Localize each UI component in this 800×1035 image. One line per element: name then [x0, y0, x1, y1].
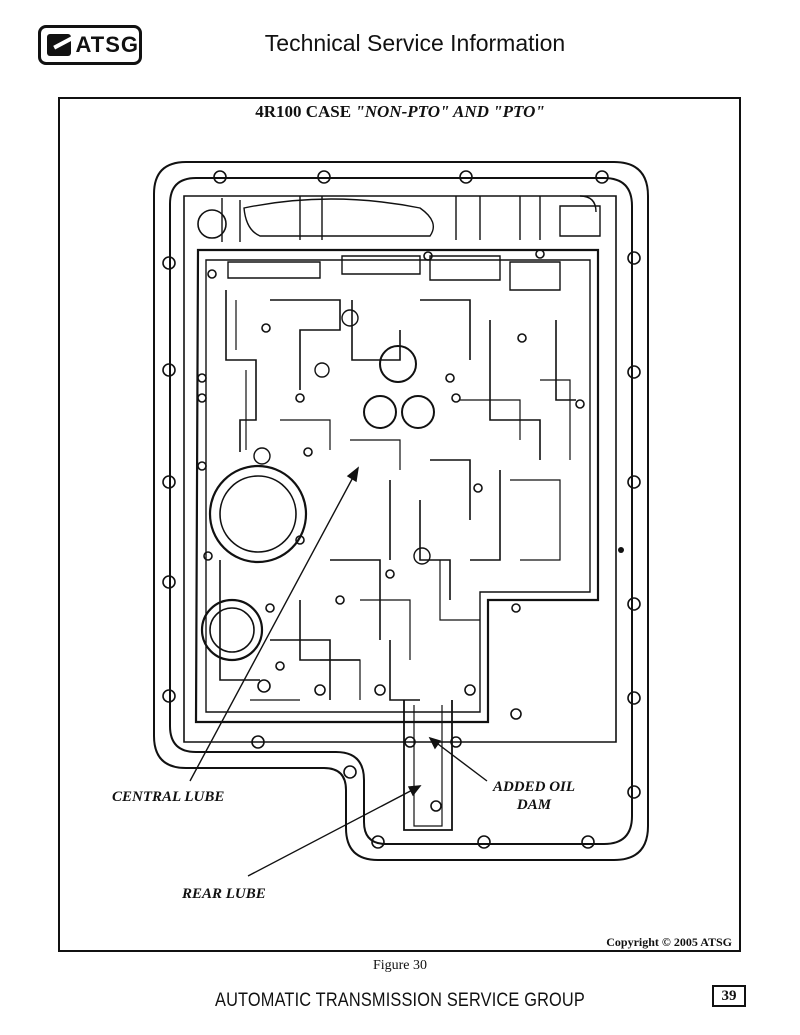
figure-title-plain: 4R100 CASE [255, 102, 356, 121]
logo-text: ATSG [75, 32, 139, 57]
copyright-notice: Copyright © 2005 ATSG [606, 935, 732, 949]
figure-caption: Figure 30 [372, 958, 428, 973]
atsg-logo: ATSG [38, 25, 142, 65]
figure-title-italic: "NON-PTO" AND "PTO" [355, 102, 545, 121]
figure-frame [58, 97, 741, 952]
central-lube-label: CENTRAL LUBE [112, 789, 225, 805]
added-oil-dam-label: ADDED OIL DAM [478, 778, 590, 814]
bolt-holes [162, 170, 641, 849]
rear-lube-label: REAR LUBE [182, 886, 266, 902]
footer-text: AUTOMATIC TRANSMISSION SERVICE GROUP [215, 990, 585, 1011]
logo-mark-icon [47, 34, 71, 56]
page-title: Technical Service Information [264, 30, 566, 56]
case-outline [153, 161, 649, 861]
reference-dot [618, 547, 624, 553]
added-oil-dam-line2: DAM [516, 797, 552, 813]
page-number: 39 [712, 985, 746, 1007]
figure-title: 4R100 CASE "NON-PTO" AND "PTO" [0, 102, 800, 122]
added-oil-dam-line1: ADDED OIL [492, 779, 576, 795]
leader-arrows [189, 466, 488, 877]
